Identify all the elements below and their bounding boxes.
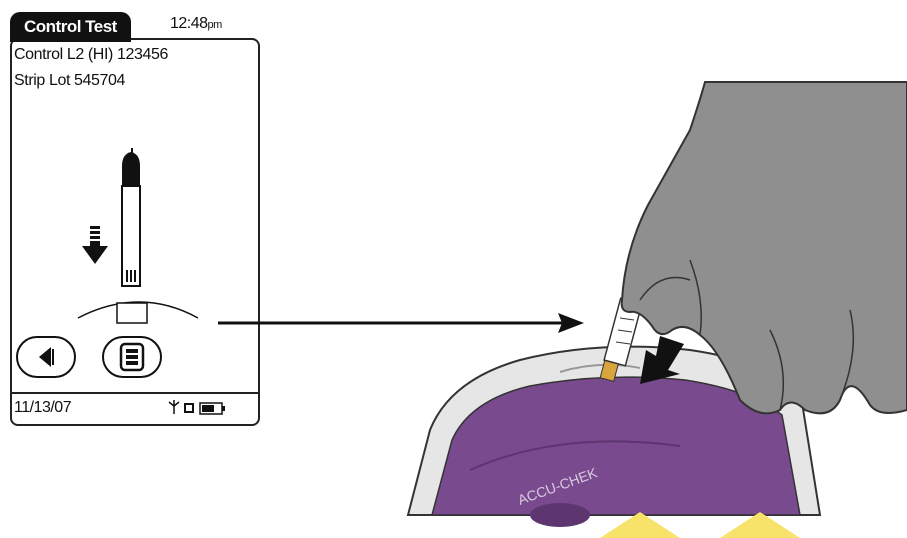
strip-slot-guide <box>78 302 198 323</box>
antenna-icon <box>169 400 179 414</box>
battery-icon <box>200 403 225 414</box>
signal-icon <box>184 403 194 413</box>
down-arrow-icon <box>82 226 108 264</box>
test-strip-icon <box>122 148 140 286</box>
pointer-arrow <box>218 313 584 333</box>
